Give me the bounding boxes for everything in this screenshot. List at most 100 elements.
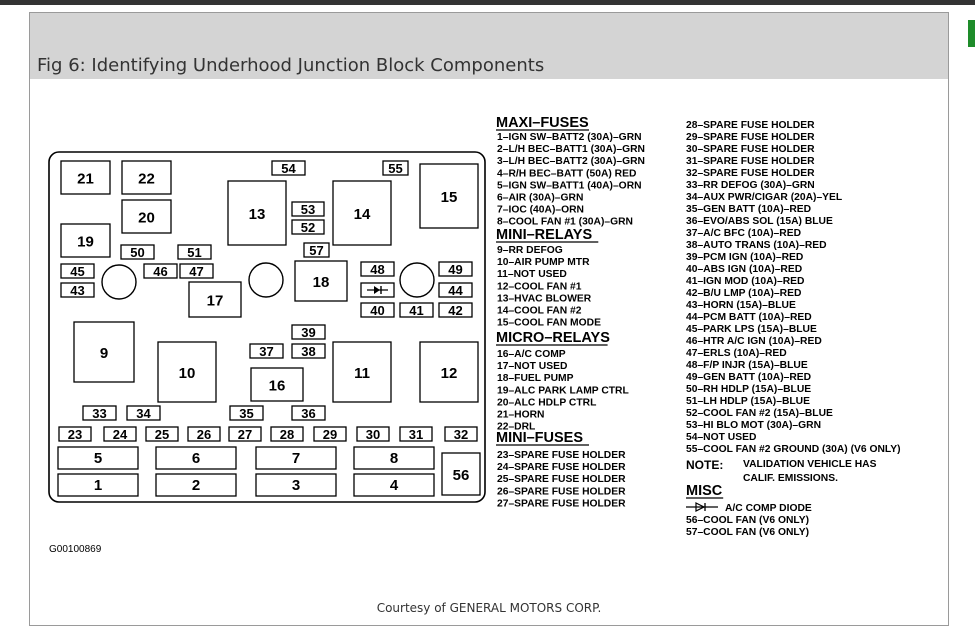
- fuse-37[interactable]: [249, 343, 284, 359]
- component-9[interactable]: [73, 321, 135, 383]
- fuse-label: 34: [136, 406, 151, 421]
- fuse-54[interactable]: [271, 160, 306, 176]
- component-22[interactable]: [121, 160, 172, 195]
- figure-frame: Fig 6: Identifying Underhood Junction Bl…: [29, 12, 949, 626]
- top-bar: [0, 0, 975, 5]
- fuse-27[interactable]: [228, 426, 262, 442]
- maxi-fuse-8[interactable]: [353, 446, 435, 470]
- fuse-49[interactable]: [438, 261, 473, 277]
- maxi-fuse-1[interactable]: [57, 473, 139, 497]
- fuse-label: 36: [301, 406, 315, 421]
- component-21[interactable]: [60, 160, 111, 195]
- diode-icon: [360, 282, 395, 298]
- component-label: 11: [354, 365, 370, 382]
- mini-fuse-item: 50–RH HDLP (15A)–BLUE: [686, 384, 811, 395]
- figure-header: Fig 6: Identifying Underhood Junction Bl…: [30, 13, 948, 79]
- maxi-fuse-5[interactable]: [57, 446, 139, 470]
- fuse-47[interactable]: [179, 263, 214, 279]
- fuse-32[interactable]: [444, 426, 478, 442]
- fuse-label: 46: [153, 264, 167, 279]
- fuse-label: 38: [301, 344, 315, 359]
- fuse-55[interactable]: [382, 160, 409, 176]
- fuse-57[interactable]: [303, 242, 330, 258]
- maxi-fuse-label: 8: [390, 450, 398, 467]
- maxi-fuse-4[interactable]: [353, 473, 435, 497]
- maxi-fuse-item: 2–L/H BEC–BATT1 (30A)–GRN: [497, 144, 645, 155]
- component-11[interactable]: [332, 341, 392, 403]
- relay-socket: [248, 262, 284, 298]
- maxi-fuse-item: 4–R/H BEC–BATT (50A) RED: [497, 168, 636, 179]
- fuse-53[interactable]: [291, 201, 325, 217]
- maxi-fuse-item: 5–IGN SW–BATT1 (40A)–ORN: [497, 180, 642, 191]
- fuse-24[interactable]: [103, 426, 137, 442]
- component-18[interactable]: [294, 260, 348, 302]
- fuse-46[interactable]: [143, 263, 178, 279]
- fuse-48[interactable]: [360, 261, 395, 277]
- component-13[interactable]: [227, 180, 287, 246]
- component-14[interactable]: [332, 180, 392, 246]
- figure-credit: Courtesy of GENERAL MOTORS CORP.: [376, 601, 602, 615]
- fuse-label: 39: [301, 325, 315, 340]
- component-label: 14: [354, 206, 371, 223]
- fuse-33[interactable]: [82, 405, 117, 421]
- fuse-label: 49: [448, 262, 462, 277]
- component-16[interactable]: [250, 367, 304, 402]
- fuse-45[interactable]: [60, 263, 95, 279]
- fuse-23[interactable]: [58, 426, 92, 442]
- side-tab[interactable]: [968, 20, 975, 47]
- fuse-35[interactable]: [229, 405, 264, 421]
- fuse-26[interactable]: [187, 426, 221, 442]
- fuse-31[interactable]: [399, 426, 433, 442]
- fuse-label: 51: [187, 245, 201, 260]
- fuse-34[interactable]: [126, 405, 161, 421]
- component-17[interactable]: [188, 281, 242, 318]
- mini-fuse-item: 40–ABS IGN (10A)–RED: [686, 264, 802, 275]
- component-20[interactable]: [121, 199, 172, 234]
- fuse-label: 35: [239, 406, 253, 421]
- maxi-fuse-3[interactable]: [255, 473, 337, 497]
- micro-relay-item: 16–A/C COMP: [497, 349, 566, 360]
- component-19[interactable]: [60, 223, 111, 258]
- maxi-fuse-item: 1–IGN SW–BATT2 (30A)–GRN: [497, 132, 642, 143]
- mini-fuse-item: 30–SPARE FUSE HOLDER: [686, 144, 815, 155]
- component-label: 12: [441, 365, 458, 382]
- fuse-28[interactable]: [270, 426, 304, 442]
- component-10[interactable]: [157, 341, 217, 403]
- maxi-fuse-label: 3: [292, 477, 300, 494]
- maxi-fuse-7[interactable]: [255, 446, 337, 470]
- fuse-42[interactable]: [438, 302, 473, 318]
- fuse-50[interactable]: [120, 244, 155, 260]
- mini-relay-item: 10–AIR PUMP MTR: [497, 257, 590, 268]
- maxi-fuse-label: 7: [292, 450, 300, 467]
- fuse-40[interactable]: [360, 302, 395, 318]
- fuse-43[interactable]: [60, 282, 95, 298]
- component-15[interactable]: [419, 163, 479, 229]
- mini-fuse-item: 37–A/C BFC (10A)–RED: [686, 228, 801, 239]
- mini-fuse-item: 25–SPARE FUSE HOLDER: [497, 474, 626, 485]
- mini-fuse-item: 42–B/U LMP (10A)–RED: [686, 288, 801, 299]
- component-12[interactable]: [419, 341, 479, 403]
- component-56[interactable]: [441, 452, 481, 496]
- fuse-38[interactable]: [291, 343, 326, 359]
- fuse-41[interactable]: [399, 302, 434, 318]
- fuse-44[interactable]: [438, 282, 473, 298]
- maxi-fuse-label: 6: [192, 450, 200, 467]
- fuse-label: 50: [130, 245, 144, 260]
- component-label: 15: [441, 189, 458, 206]
- fuse-25[interactable]: [145, 426, 179, 442]
- fuse-label: 26: [197, 427, 211, 442]
- fuse-label: 30: [366, 427, 380, 442]
- fuse-36[interactable]: [291, 405, 326, 421]
- maxi-fuse-2[interactable]: [155, 473, 237, 497]
- fuse-51[interactable]: [177, 244, 212, 260]
- relay-socket: [399, 262, 435, 298]
- figure-code: G00100869: [49, 544, 102, 555]
- mini-fuse-item: 49–GEN BATT (10A)–RED: [686, 372, 811, 383]
- fuse-label: 32: [454, 427, 468, 442]
- fuse-39[interactable]: [291, 324, 326, 340]
- maxi-fuse-6[interactable]: [155, 446, 237, 470]
- fuse-29[interactable]: [313, 426, 347, 442]
- fuse-52[interactable]: [291, 219, 325, 235]
- fuse-30[interactable]: [356, 426, 390, 442]
- note-line: VALIDATION VEHICLE HAS: [743, 459, 877, 470]
